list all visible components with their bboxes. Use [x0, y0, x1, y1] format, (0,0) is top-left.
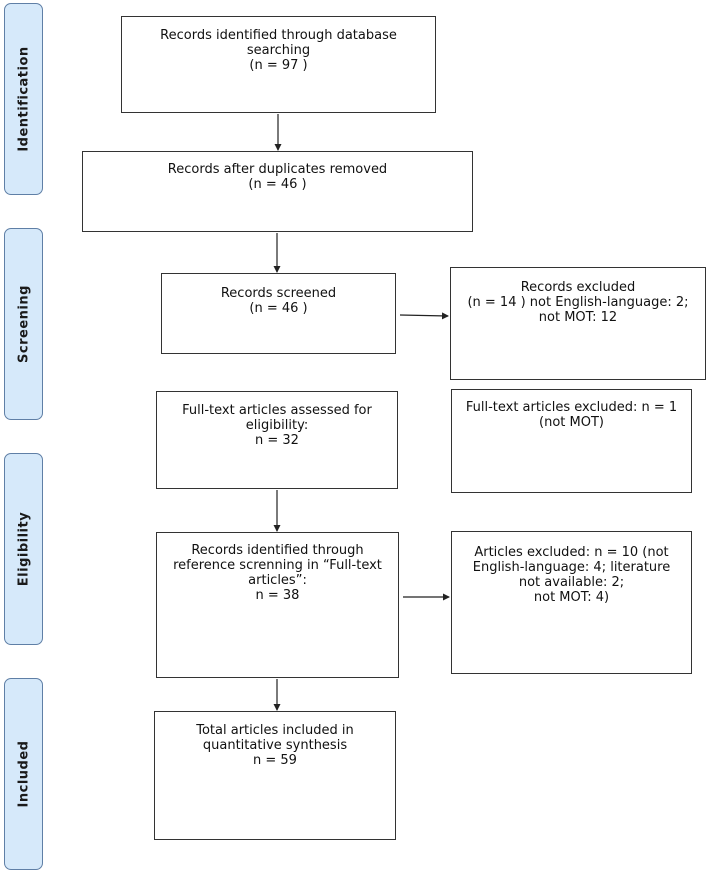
box-records-excluded: Records excluded (n = 14 ) not English-l… [450, 267, 706, 380]
box-text-line: searching [246, 43, 311, 58]
box-text-line: (not MOT) [539, 415, 604, 430]
box-text-line: Records after duplicates removed [167, 162, 388, 177]
box-text-line: (n = 46 ) [248, 177, 307, 192]
box-text-line: Full-text articles excluded: n = 1 [465, 400, 678, 415]
box-text-line: not MOT: 4) [533, 590, 610, 605]
box-text-line: Articles excluded: n = 10 (not [474, 545, 669, 560]
box-articles-excluded: Articles excluded: n = 10 (not English-l… [451, 531, 692, 674]
box-text-line: Records identified through [191, 543, 364, 558]
arrow-screened-to-excluded [399, 312, 449, 320]
box-text-line: reference screnning in “Full-text [173, 558, 382, 573]
box-text-line: (n = 46 ) [249, 301, 308, 316]
box-text-line: eligibility: [245, 418, 309, 433]
box-text-line: Records excluded [520, 280, 636, 295]
phase-eligibility: Eligibility [4, 453, 43, 645]
box-records-identified: Records identified through database sear… [121, 16, 436, 113]
box-text-line: n = 32 [255, 433, 299, 448]
box-text-line: English-language: 4; literature [472, 560, 671, 575]
box-records-screened: Records screened (n = 46 ) [161, 273, 396, 354]
box-text-line: n = 38 [255, 588, 300, 603]
box-text-line: Records screened [220, 286, 337, 301]
box-text-line: not available: 2; [518, 575, 625, 590]
phase-identification: Identification [4, 3, 43, 195]
phase-included: Included [4, 678, 43, 870]
box-text-line: Records identified through database [160, 28, 397, 43]
box-fulltext-excluded: Full-text articles excluded: n = 1 (not … [451, 389, 692, 493]
box-total-included: Total articles included in quantitative … [154, 711, 396, 840]
box-text-line: Total articles included in [196, 723, 354, 738]
box-fulltext-assessed: Full-text articles assessed for eligibil… [156, 391, 398, 489]
box-text-line: articles”: [248, 573, 307, 588]
box-text-line: Full-text articles assessed for [182, 403, 372, 418]
box-text-line: (n = 14 ) not English-language: 2; [467, 295, 689, 310]
box-reference-screening: Records identified through reference scr… [156, 532, 399, 678]
box-text-line: (n = 97 ) [249, 58, 308, 73]
box-text-line: n = 59 [253, 753, 297, 768]
box-text-line: not MOT: 12 [538, 310, 618, 325]
phase-screening: Screening [4, 228, 43, 420]
box-after-duplicates: Records after duplicates removed (n = 46… [82, 151, 473, 232]
box-text-line: quantitative synthesis [202, 738, 348, 753]
